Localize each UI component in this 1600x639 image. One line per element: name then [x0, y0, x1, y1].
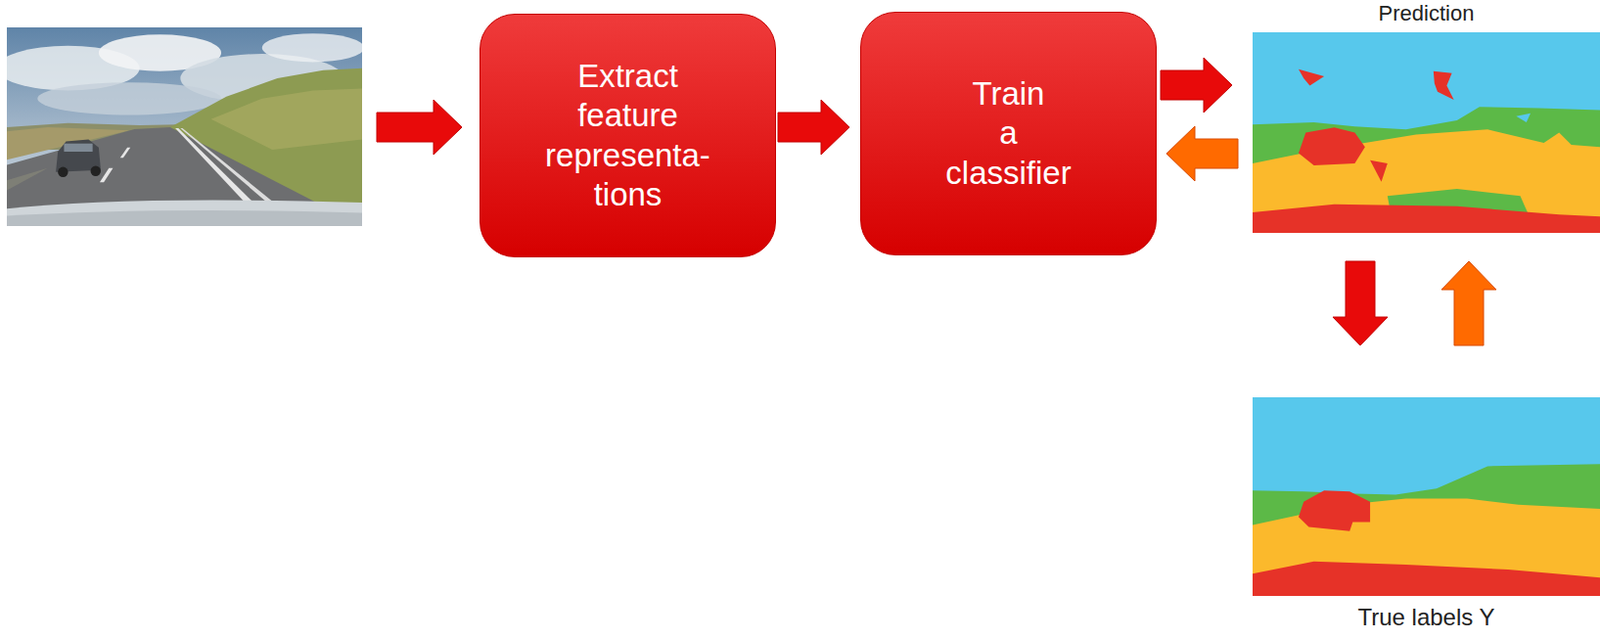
- segmentation-map: [1252, 397, 1600, 596]
- road-photo: [6, 27, 363, 227]
- segment-region: [1370, 160, 1388, 183]
- segment-region: [1252, 204, 1600, 233]
- map-caption: True labels Y: [1252, 603, 1600, 633]
- flow-arrow: [1160, 57, 1233, 113]
- process-box: Train a classifier: [860, 11, 1157, 256]
- segment-region: [1433, 71, 1455, 100]
- label-map: True labels Y: [1252, 397, 1600, 596]
- segment-region: [1298, 490, 1371, 531]
- prediction-map: Prediction: [1252, 32, 1600, 233]
- box-label: Extract feature representa- tions: [480, 56, 776, 215]
- segment-region: [1252, 32, 1600, 233]
- segment-region: [1515, 113, 1531, 123]
- segment-region: [1252, 397, 1600, 596]
- segment-region: [1298, 69, 1325, 87]
- flow-arrow: [1441, 261, 1497, 346]
- segment-region: [1252, 561, 1600, 596]
- map-caption: Prediction: [1252, 0, 1600, 27]
- box-label: Train a classifier: [861, 74, 1156, 193]
- process-box: Extract feature representa- tions: [479, 13, 777, 258]
- segmentation-map: [1252, 32, 1600, 233]
- input-arrow-shape: [376, 99, 462, 155]
- flow-arrow: [777, 99, 850, 155]
- flow-arrow: [1332, 261, 1388, 346]
- segment-region: [1298, 127, 1366, 166]
- flow-arrow: [1166, 126, 1238, 182]
